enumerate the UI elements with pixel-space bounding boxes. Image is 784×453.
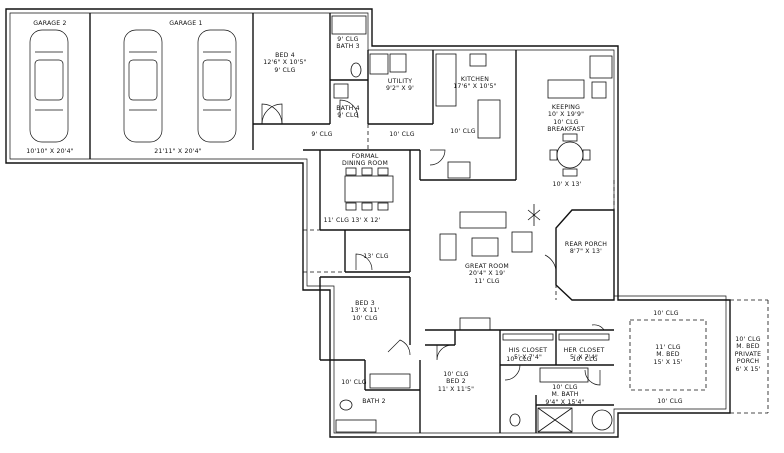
label-dining-size: 11' CLG 13' X 12' (323, 217, 381, 224)
label-m-bed-ceiling-bottom: 10' CLG (657, 398, 683, 405)
ceiling-fan-icon (527, 204, 541, 226)
armchair-icon (511, 231, 533, 253)
door-swing (261, 103, 283, 125)
exterior-wall (5, 8, 731, 438)
sofa-icon (439, 233, 457, 261)
label-foyer-ceiling: 13' CLG (363, 253, 389, 260)
label-keeping: KEEPING 10' X 19'9" 10' CLG BREAKFAST (547, 104, 585, 134)
car-icon (197, 29, 237, 143)
label-m-bed-ceiling-top: 10' CLG (653, 310, 679, 317)
chair-icon (549, 149, 558, 161)
label-great-room: GREAT ROOM 20'4" X 19' 11' CLG (465, 263, 509, 285)
bathtub-icon (335, 419, 377, 433)
label-bath-2-ceiling: 10' CLG (341, 379, 367, 386)
label-utility-ceiling: 10' CLG (389, 131, 415, 138)
door-swing (591, 324, 605, 331)
chair-icon (345, 202, 357, 211)
counter (369, 53, 389, 75)
chair-icon (345, 167, 357, 176)
tray-ceiling (629, 319, 707, 391)
coffee-table-icon (471, 237, 499, 257)
sofa-icon (547, 79, 585, 99)
bathtub-icon (331, 15, 367, 35)
shelf (558, 333, 610, 341)
vanity-icon (539, 367, 589, 383)
dining-table-icon (344, 175, 394, 203)
label-bed-2: 10' CLG BED 2 11' X 11'5" (437, 371, 475, 393)
kitchen-island (477, 99, 501, 139)
range-icon (469, 53, 487, 67)
cabinet (447, 161, 471, 179)
shelf (502, 333, 554, 341)
door-swing (355, 253, 373, 271)
chair-icon (377, 202, 389, 211)
label-his-closet-ceiling: 10' CLG (506, 356, 532, 363)
car-icon (29, 29, 69, 143)
door-swing (584, 369, 601, 386)
washer-icon (389, 53, 407, 73)
label-bath-4: BATH 4 9' CLG (336, 105, 360, 120)
label-m-bath: 10' CLG M. BATH 9'4" X 15'4" (545, 384, 585, 406)
tub-icon (591, 409, 613, 431)
door-swing (504, 364, 521, 381)
label-bed-4: BED 4 12'6" X 10'5" 9' CLG (263, 52, 307, 74)
chair-icon (591, 81, 607, 99)
fireplace (459, 317, 491, 331)
label-bath-3: 9' CLG BATH 3 (336, 36, 360, 51)
label-breakfast-size: 10' X 13' (552, 181, 582, 188)
label-m-bed: 11' CLG M. BED 15' X 15' (653, 344, 683, 366)
label-bed-3: BED 3 13' X 11' 10' CLG (350, 300, 380, 322)
toilet-icon (350, 62, 362, 78)
chair-icon (377, 167, 389, 176)
label-garage-2: GARAGE 2 (33, 20, 67, 27)
chair-icon (562, 168, 578, 177)
chair-icon (361, 167, 373, 176)
chair-icon (361, 202, 373, 211)
shower-icon (537, 407, 573, 433)
door-swing (429, 149, 446, 166)
door-swing (544, 254, 557, 271)
label-bath-2: BATH 2 (362, 398, 386, 405)
label-her-closet: HER CLOSET 5' X 7'4" (563, 347, 605, 362)
label-kitchen: KITCHEN 17'6" X 10'5" (453, 76, 497, 91)
label-her-closet-ceiling: 10' CLG (572, 356, 598, 363)
door-swing (339, 99, 359, 119)
label-private-porch: 10' CLG M. BED PRIVATE PORCH 6' X 15' (734, 336, 762, 373)
sink-icon (333, 83, 349, 99)
chair-icon (562, 133, 578, 142)
door-swing (387, 339, 411, 356)
vanity-icon (369, 373, 411, 389)
label-utility: UTILITY 9'2" X 9' (385, 78, 415, 93)
label-kitchen-ceiling: 10' CLG (450, 128, 476, 135)
fireplace (589, 55, 613, 79)
sofa-icon (459, 211, 507, 229)
chair-icon (582, 149, 591, 161)
kitchen-counter (435, 53, 457, 107)
table-icon (556, 141, 584, 169)
toilet-icon (509, 413, 521, 427)
label-hall-ceiling: 9' CLG (311, 131, 333, 138)
label-rear-porch: REAR PORCH 8'7" X 13' (564, 241, 608, 256)
label-garage-1: GARAGE 1 (169, 20, 203, 27)
shower-icon (537, 407, 573, 433)
car-icon (123, 29, 163, 143)
label-dining-room: FORMAL DINING ROOM (341, 153, 389, 168)
label-garage-2-size: 10'10" X 20'4" (26, 148, 74, 155)
label-his-closet: HIS CLOSET 5' X 7'4" (508, 347, 548, 362)
toilet-icon (339, 399, 353, 411)
label-garage-1-size: 21'11" X 20'4" (154, 148, 202, 155)
exterior-wall-inner (9, 12, 727, 434)
door-swing (436, 344, 453, 361)
